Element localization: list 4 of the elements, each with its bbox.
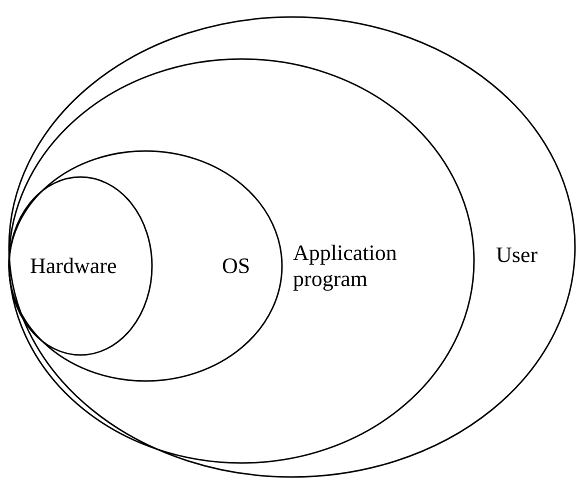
- layer-label: User: [496, 242, 538, 268]
- layer-label: Hardware: [30, 253, 118, 279]
- layer-label: OS: [222, 253, 252, 279]
- layer-label: Application program: [293, 240, 398, 292]
